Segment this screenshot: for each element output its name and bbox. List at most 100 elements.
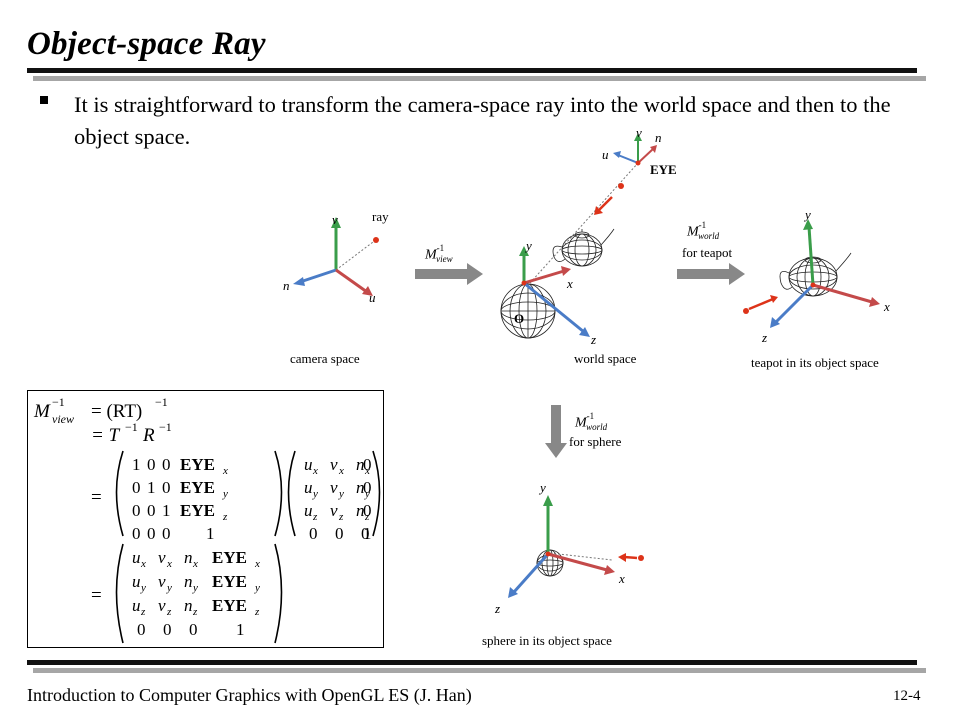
- line1-sup: −1: [155, 395, 168, 409]
- sphere-transform-arrow: [545, 405, 567, 458]
- matrix-entry: 1: [363, 524, 372, 543]
- camera-axis-n: n: [283, 278, 290, 293]
- matrix-entry: EYE: [180, 455, 215, 474]
- line2-sup2: −1: [159, 420, 172, 434]
- matrix-entry: 0: [363, 501, 372, 520]
- camera-space-caption: camera space: [290, 351, 360, 366]
- matrix-entry: 1: [236, 620, 245, 639]
- matrix-entry: n: [356, 501, 365, 520]
- sphere-arrow-label: for sphere: [569, 434, 622, 449]
- matrix-entry: z: [338, 511, 344, 523]
- matrix-entry: n: [184, 596, 193, 615]
- matrix-entry: 1: [162, 501, 171, 520]
- matrix-entry: 0: [189, 620, 198, 639]
- matrix-entry: y: [254, 582, 260, 594]
- teapot-arrow-label: for teapot: [682, 245, 733, 260]
- sphere-axis-x: x: [619, 571, 625, 586]
- footer-text: Introduction to Computer Graphics with O…: [27, 685, 472, 705]
- matrix-entry: EYE: [212, 596, 247, 615]
- sphere-axis-y: y: [540, 480, 546, 495]
- eq-sign-4: =: [91, 585, 102, 606]
- matrix-entry: u: [304, 455, 313, 474]
- page-number: 12-4: [893, 688, 921, 704]
- matrix-entry: v: [330, 478, 338, 497]
- matrix-entry: x: [192, 558, 198, 570]
- matrix-entry: EYE: [180, 478, 215, 497]
- teapot-space-caption: teapot in its object space: [751, 355, 879, 370]
- world-space-diagram: [500, 133, 657, 339]
- sphere-space-caption: sphere in its object space: [482, 633, 612, 648]
- matrix-entry: 0: [147, 524, 156, 543]
- matrix-entry: n: [356, 478, 365, 497]
- matrix-entry: z: [192, 606, 198, 618]
- matrix-entry: y: [192, 582, 198, 594]
- matrix-entry: n: [356, 455, 365, 474]
- matrix-entry: x: [254, 558, 260, 570]
- matrix-entry: 0: [162, 478, 171, 497]
- title-rule: [27, 68, 917, 73]
- eq-sign-3: =: [91, 487, 102, 508]
- matrix-entry: z: [140, 606, 146, 618]
- sphere-axis-z: z: [495, 601, 501, 616]
- matrix-entry: 0: [309, 524, 318, 543]
- line2-sup1: −1: [125, 420, 138, 434]
- matrix-entry: 0: [147, 501, 156, 520]
- matrix-entry: v: [330, 455, 338, 474]
- matrix-entry: v: [158, 596, 166, 615]
- matrix-entry: y: [140, 582, 146, 594]
- matrix-entry: z: [312, 511, 318, 523]
- matrix-entry: 0: [335, 524, 344, 543]
- matrix-entry: 0: [361, 524, 370, 543]
- matrix-entry: 0: [132, 478, 141, 497]
- matrix-entry: 0: [162, 455, 171, 474]
- matrix-entry: 1: [206, 524, 215, 543]
- view-transform-arrow: [415, 263, 483, 285]
- matrix-entry: u: [304, 501, 313, 520]
- matrix-entry: 1: [147, 478, 156, 497]
- matrix-entry: 0: [137, 620, 146, 639]
- matrix-entry: y: [338, 488, 344, 500]
- world-axis-x: x: [567, 276, 573, 291]
- matrix-entry: v: [158, 548, 166, 567]
- matrix-entry: 0: [162, 524, 171, 543]
- matrix-entry: v: [158, 572, 166, 591]
- matrix-entry: EYE: [212, 572, 247, 591]
- matrix-entry: z: [364, 511, 370, 523]
- matrix-entry: 0: [132, 501, 141, 520]
- matrix-entry: n: [184, 548, 193, 567]
- world-axis-y: y: [526, 238, 532, 253]
- matrix-entry: EYE: [180, 501, 215, 520]
- matrix-entry: z: [222, 511, 228, 523]
- matrix-entry: y: [364, 488, 370, 500]
- eye-axis-u: u: [602, 147, 609, 162]
- lhs-m: M: [33, 401, 51, 422]
- lhs-sup: −1: [52, 395, 65, 409]
- footer-rule: [27, 660, 917, 665]
- matrix-entry: v: [330, 501, 338, 520]
- matrix-entry: u: [304, 478, 313, 497]
- teapot-matrix-label: M-1world: [687, 220, 720, 242]
- matrix-entry: x: [222, 465, 228, 477]
- matrix-entry: n: [184, 572, 193, 591]
- view-matrix-label: M-1view: [425, 243, 453, 265]
- teapot-transform-arrow: [677, 263, 745, 285]
- camera-space-diagram: [293, 217, 379, 296]
- matrix-entry: x: [364, 465, 370, 477]
- sphere-matrix-label: M-1world: [575, 411, 608, 433]
- matrix-entry: x: [338, 465, 344, 477]
- eye-label: EYE: [650, 162, 677, 177]
- matrix-entry: 0: [132, 524, 141, 543]
- matrix-entry: u: [132, 548, 141, 567]
- matrix-entry: 1: [132, 455, 141, 474]
- footer-rule-shadow: [33, 668, 926, 673]
- teapot-space-diagram: [743, 219, 880, 328]
- matrix-entry: z: [166, 606, 172, 618]
- camera-ray-label: ray: [372, 209, 389, 224]
- matrix-entry: u: [132, 572, 141, 591]
- world-axis-z: z: [591, 332, 597, 347]
- teapot-axis-y: y: [805, 207, 811, 222]
- bullet-text: It is straightforward to transform the c…: [74, 92, 891, 149]
- matrix-entry: x: [140, 558, 146, 570]
